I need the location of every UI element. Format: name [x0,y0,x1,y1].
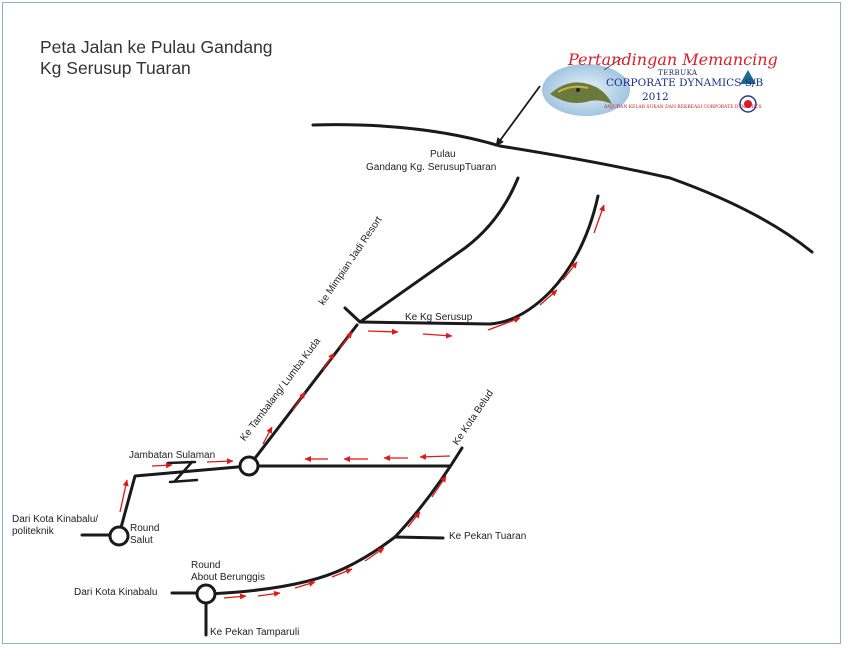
road-mimpian [358,176,520,324]
logo-organizer: ANJURAN KELAB SUKAN DAN REKREASI CORPORA… [604,105,762,110]
road-berunggis [204,535,397,596]
direction-arrow [257,590,281,597]
label-round-about-2: About Berunggis [191,572,265,583]
road-pekan-tuaran [393,535,445,540]
label-kg-serusup: Ke Kg Serusup [405,312,473,323]
direction-arrow [294,580,316,589]
label-round-salut-2: Salut [130,535,153,546]
direction-arrow [206,458,234,465]
event-logo: Pertandingan Memancing TERBUKA CORPORATE… [538,48,778,124]
direction-arrow [223,593,247,600]
label-pulau-gandang: Gandang Kg. SerusupTuaran [366,162,497,173]
roundabout-tambalang [238,455,260,477]
pointer-arrow [495,85,541,147]
logo-year: 2012 [642,91,669,103]
direction-arrow [487,317,521,331]
direction-arrow [322,352,335,371]
direction-arrow [407,511,421,528]
logo-graphic [542,57,757,116]
direction-arrow [419,453,451,460]
direction-arrow [539,289,558,306]
road-mimpian-stub [343,306,362,324]
label-pekan-tuaran: Ke Pekan Tuaran [449,531,527,542]
direction-arrow [422,332,453,339]
direction-arrow [367,328,399,335]
label-dari-kk-politeknik-2: politeknik [12,526,54,537]
roundabout-berunggis [195,583,217,605]
label-round-about-1: Round [191,560,221,571]
bridge-symbol [166,460,199,484]
direction-arrow [331,568,353,578]
label-round-salut-1: Round [130,523,160,534]
direction-arrow [431,475,447,498]
road-jambatan [117,464,251,537]
label-dari-kk-politeknik-1: Dari Kota Kinabalu/ [12,514,99,525]
map-stroke [173,460,194,483]
roundabout-salut [108,525,130,547]
direction-arrow [292,391,306,411]
road-kg-serusup [358,194,600,326]
direction-arrow [593,204,605,234]
label-pulau: Pulau [430,149,456,160]
map-title: Peta Jalan ke Pulau Gandang [40,37,273,57]
road-kota-belud [393,446,464,539]
label-tamparuli: Ke Pekan Tamparuli [210,627,300,638]
logo-subtitle: TERBUKA [658,69,698,77]
coast-road [311,123,814,254]
direction-arrow [151,462,173,469]
direction-arrow [339,331,353,349]
direction-arrow [262,426,273,445]
map-subtitle: Kg Serusup Tuaran [40,58,191,78]
label-dari-kk: Dari Kota Kinabalu [74,587,158,598]
logo-title: Pertandingan Memancing [568,50,778,69]
direction-arrow [119,479,129,513]
label-jambatan: Jambatan Sulaman [129,450,216,461]
direction-arrow [562,261,578,281]
logo-company: CORPORATE DYNAMICS S/B [606,77,764,89]
direction-arrow [364,547,385,562]
